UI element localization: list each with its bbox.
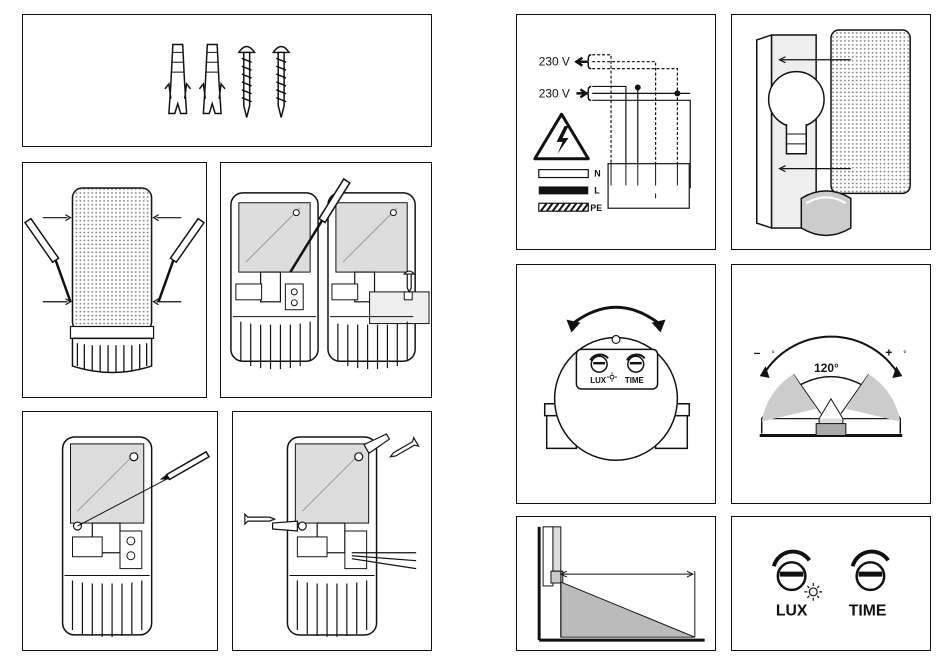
wall-mount-illustration (233, 412, 431, 650)
wall-plug-icon (165, 45, 191, 114)
screwdriver-icon (25, 219, 71, 302)
wall-plug-icon (199, 45, 225, 114)
unit-left (231, 193, 318, 369)
panel-fixings (22, 14, 432, 147)
time-label: TIME (849, 603, 887, 620)
minus-label: – (754, 345, 761, 359)
unit-right (328, 193, 429, 369)
screw-icon (273, 47, 289, 118)
panel-sensor-rotation: LUX TIME (516, 264, 716, 504)
svg-text:°: ° (772, 349, 775, 358)
detection-angle-illustration: 120° – ° + ° (732, 265, 930, 503)
panel-detection-range (516, 516, 716, 651)
moon-icon (762, 584, 770, 600)
screw-icon (245, 514, 275, 524)
high-voltage-warning-icon (535, 114, 588, 159)
panel-bulb (731, 14, 931, 250)
time-dial[interactable] (853, 552, 888, 590)
voltage-out-label: 230 V (539, 86, 570, 100)
panel-open-unit (220, 162, 432, 398)
screw-icon (239, 47, 255, 118)
open-unit-illustration (221, 163, 431, 397)
controls-illustration: LUX TIME (732, 517, 930, 650)
legend-l-label: L (594, 185, 600, 195)
sensor-lens (816, 424, 846, 436)
fixings-illustration (23, 15, 431, 146)
panel-mark-holes (22, 411, 218, 651)
lux-label-small: LUX (590, 376, 607, 385)
time-label-small: TIME (625, 376, 644, 385)
control-panel (576, 349, 657, 389)
mark-holes-illustration (23, 412, 217, 650)
voltage-in-label: 230 V (539, 55, 570, 69)
legend-pe: PE (539, 203, 602, 213)
panel-open-cover (22, 162, 207, 398)
legend-n: N (539, 169, 601, 179)
sensor-rotation-illustration: LUX TIME (517, 265, 715, 503)
lux-dial[interactable] (774, 552, 809, 590)
panel-controls: LUX TIME (731, 516, 931, 651)
legend-l: L (539, 185, 600, 195)
panel-detection-angle: 120° – ° + ° (731, 264, 931, 504)
svg-text:°: ° (903, 349, 906, 358)
wiring-diagram: 230 V 230 V N L PE (517, 15, 715, 249)
bulb-illustration (732, 15, 930, 249)
screwdriver-icon (159, 219, 205, 302)
pencil-icon (160, 452, 209, 480)
wall-plug-icon (273, 521, 298, 531)
plus-label: + (885, 345, 892, 359)
legend-n-label: N (594, 169, 600, 179)
open-cover-illustration (23, 163, 206, 397)
rotate-arrow-icon (571, 307, 660, 324)
light-cover (72, 188, 151, 331)
angle-label: 120° (814, 361, 839, 375)
panel-wall-mount (232, 411, 432, 651)
sun-icon (804, 583, 822, 601)
screw-icon (388, 438, 419, 461)
legend-pe-label: PE (590, 203, 602, 213)
detection-range-illustration (517, 517, 715, 650)
panel-wiring-diagram: 230 V 230 V N L PE (516, 14, 716, 250)
lux-label: LUX (776, 603, 808, 620)
